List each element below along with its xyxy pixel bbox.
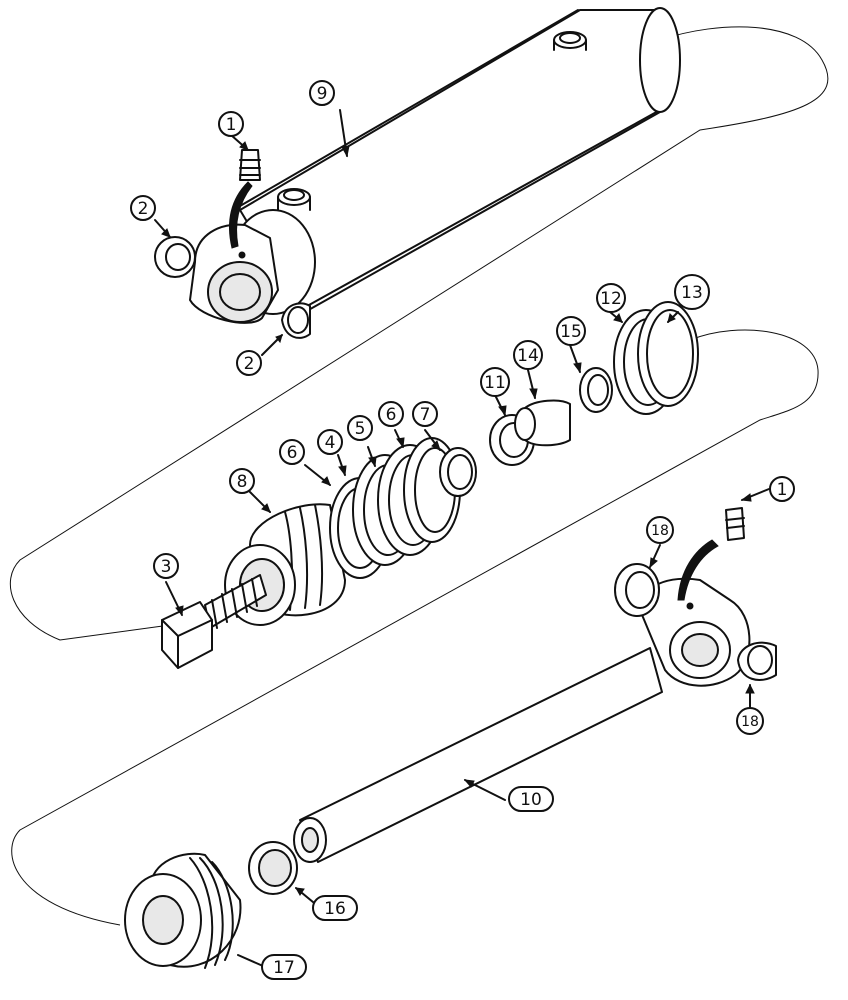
head-seal-rings [489,301,699,466]
callout-6-left: 6 [279,439,305,465]
svg-text:6: 6 [287,443,298,463]
svg-text:5: 5 [355,419,366,439]
callout-16: 16 [312,895,358,921]
callout-1-top: 1 [218,111,244,137]
svg-text:7: 7 [420,405,431,425]
callout-4: 4 [317,429,343,455]
svg-text:3: 3 [161,557,172,577]
svg-text:1: 1 [777,480,788,500]
grease-fitting-lower [677,507,745,601]
callout-5: 5 [347,415,373,441]
leader-arrowheads [161,141,755,896]
callout-11: 11 [480,367,510,397]
svg-text:1: 1 [226,115,237,135]
callout-9: 9 [309,80,335,106]
svg-text:17: 17 [273,958,295,978]
svg-text:6: 6 [386,405,397,425]
callout-17: 17 [261,954,307,980]
callout-2-left: 2 [130,195,156,221]
svg-text:8: 8 [237,472,248,492]
callout-8: 8 [229,468,255,494]
svg-text:11: 11 [484,373,506,393]
svg-text:14: 14 [517,346,539,366]
callout-18-bottom: 18 [736,707,764,735]
callout-10: 10 [508,786,554,812]
bolt [161,574,267,669]
svg-text:15: 15 [560,322,582,342]
callout-1-right: 1 [769,476,795,502]
callout-13: 13 [674,274,710,310]
svg-text:12: 12 [600,289,622,309]
piston-seal-rings [329,437,477,579]
svg-text:2: 2 [138,199,149,219]
grease-fitting-upper [228,149,261,249]
callout-2-bottom: 2 [236,350,262,376]
piston-rod [293,563,777,863]
callout-15: 15 [556,316,586,346]
svg-text:4: 4 [325,433,336,453]
callout-14: 14 [513,340,543,370]
svg-text:9: 9 [317,84,328,104]
svg-text:2: 2 [244,354,255,374]
svg-text:16: 16 [324,899,346,919]
svg-text:18: 18 [651,523,669,539]
assembly-guide-lines [9,26,829,926]
svg-text:18: 18 [741,714,759,730]
svg-text:13: 13 [681,283,703,303]
cylinder-head [124,852,242,969]
rod-wiper-seal [248,841,298,895]
callout-18-top: 18 [646,516,674,544]
callout-6-right: 6 [378,401,404,427]
callout-12: 12 [596,283,626,313]
callout-7: 7 [412,401,438,427]
callout-3: 3 [153,553,179,579]
cylinder-barrel [154,7,681,339]
svg-text:10: 10 [520,790,542,810]
